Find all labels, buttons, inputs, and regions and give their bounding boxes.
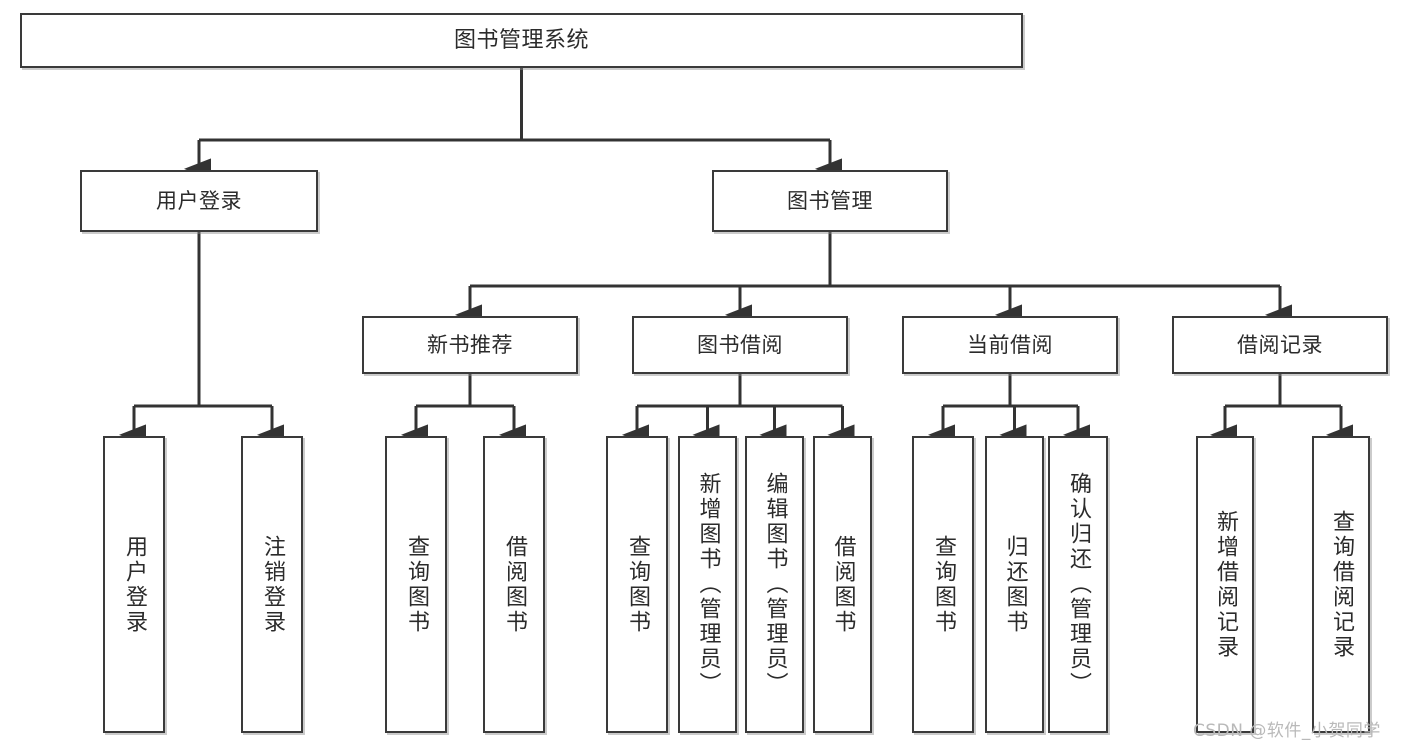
- node-leaf-edit-book[interactable]: 编辑图书（管理员）: [745, 436, 804, 733]
- node-label: 归还图书: [1002, 534, 1028, 635]
- node-label: 新增图书（管理员）: [695, 472, 721, 697]
- node-leaf-add-book[interactable]: 新增图书（管理员）: [678, 436, 737, 733]
- node-root[interactable]: 图书管理系统: [20, 13, 1023, 68]
- node-leaf-add-rec[interactable]: 新增借阅记录: [1196, 436, 1254, 733]
- node-book-borrow[interactable]: 图书借阅: [632, 316, 848, 374]
- node-label: 用户登录: [156, 188, 242, 213]
- node-borrow-record[interactable]: 借阅记录: [1172, 316, 1388, 374]
- node-label: 查询借阅记录: [1328, 509, 1354, 660]
- node-label: 查询图书: [624, 534, 650, 635]
- node-user-login[interactable]: 用户登录: [80, 170, 318, 232]
- node-new-book-rec[interactable]: 新书推荐: [362, 316, 578, 374]
- node-current-borrow[interactable]: 当前借阅: [902, 316, 1118, 374]
- node-label: 图书借阅: [697, 332, 783, 357]
- node-label: 编辑图书（管理员）: [762, 472, 788, 697]
- node-leaf-return[interactable]: 归还图书: [985, 436, 1044, 733]
- node-label: 查询图书: [930, 534, 956, 635]
- node-leaf-query-1[interactable]: 查询图书: [385, 436, 447, 733]
- node-leaf-borrow-1[interactable]: 借阅图书: [483, 436, 545, 733]
- node-leaf-query-3[interactable]: 查询图书: [912, 436, 974, 733]
- node-leaf-confirm[interactable]: 确认归还（管理员）: [1048, 436, 1108, 733]
- node-leaf-user-login[interactable]: 用户登录: [103, 436, 165, 733]
- node-label: 图书管理: [787, 188, 873, 213]
- node-leaf-logout[interactable]: 注销登录: [241, 436, 303, 733]
- node-leaf-query-rec[interactable]: 查询借阅记录: [1312, 436, 1370, 733]
- node-leaf-borrow-2[interactable]: 借阅图书: [813, 436, 872, 733]
- csdn-watermark: CSDN @软件_小贺同学: [1193, 721, 1381, 741]
- node-label: 查询图书: [403, 534, 429, 635]
- node-label: 借阅图书: [830, 534, 856, 635]
- node-book-manage[interactable]: 图书管理: [712, 170, 948, 232]
- node-label: 用户登录: [121, 534, 147, 635]
- node-label: 新书推荐: [427, 332, 513, 357]
- node-leaf-query-2[interactable]: 查询图书: [606, 436, 668, 733]
- node-label: 新增借阅记录: [1212, 509, 1238, 660]
- node-label: 借阅记录: [1237, 332, 1323, 357]
- node-label: 注销登录: [259, 534, 285, 635]
- node-label: 确认归还（管理员）: [1065, 472, 1091, 697]
- node-label: 图书管理系统: [453, 27, 589, 53]
- node-label: 借阅图书: [501, 534, 527, 635]
- node-label: 当前借阅: [967, 332, 1053, 357]
